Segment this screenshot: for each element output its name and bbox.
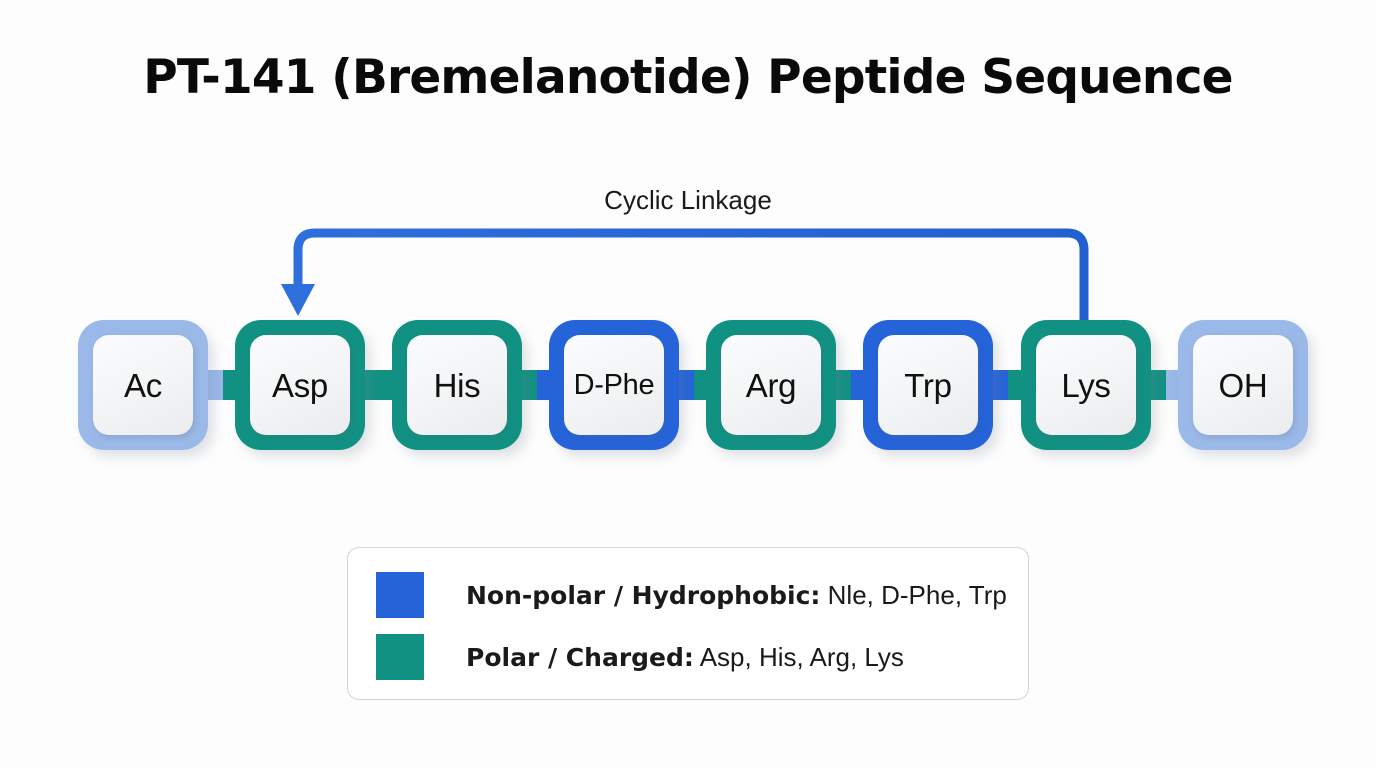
residue-label: OH <box>1218 366 1268 404</box>
legend-item-polar: Polar / Charged: Asp, His, Arg, Lys <box>376 634 904 680</box>
legend-label-polar: Polar / Charged: Asp, His, Arg, Lys <box>466 642 904 673</box>
connector-half-left <box>988 370 1008 400</box>
connector-half-left <box>831 370 851 400</box>
residue-face: Arg <box>721 335 821 435</box>
residue-lys[interactable]: Lys <box>1021 320 1151 450</box>
connector-half-left <box>674 370 694 400</box>
connector-half-left <box>360 370 380 400</box>
legend-item-nonpolar: Non-polar / Hydrophobic: Nle, D-Phe, Trp <box>376 572 1007 618</box>
residue-arg[interactable]: Arg <box>706 320 836 450</box>
residue-label: Trp <box>904 366 952 404</box>
residue-label: Asp <box>272 366 328 404</box>
residue-face: D-Phe <box>564 335 664 435</box>
residue-face: Trp <box>878 335 978 435</box>
residue-face: Lys <box>1036 335 1136 435</box>
residue-label: D-Phe <box>573 368 655 401</box>
legend-members-polar: Asp, His, Arg, Lys <box>699 641 904 672</box>
legend-members-nonpolar: Nle, D-Phe, Trp <box>827 579 1007 610</box>
legend-label-nonpolar: Non-polar / Hydrophobic: Nle, D-Phe, Trp <box>466 580 1007 611</box>
legend-category-polar: Polar / Charged: <box>466 642 694 672</box>
connector-half-left <box>1146 370 1166 400</box>
page-title: PT-141 (Bremelanotide) Peptide Sequence <box>143 50 1233 105</box>
connector-half-left <box>517 370 537 400</box>
legend-panel: Non-polar / Hydrophobic: Nle, D-Phe, Trp… <box>347 547 1029 700</box>
connector-half-left <box>203 370 223 400</box>
residue-oh[interactable]: OH <box>1178 320 1308 450</box>
residue-label: Ac <box>124 366 162 404</box>
residue-label: Lys <box>1061 366 1111 404</box>
residue-face: His <box>407 335 507 435</box>
legend-category-nonpolar: Non-polar / Hydrophobic: <box>466 580 821 610</box>
residue-label: His <box>433 366 481 404</box>
residue-d-phe[interactable]: D-Phe <box>549 320 679 450</box>
cyclic-linkage-label: Cyclic Linkage <box>604 185 772 215</box>
residue-trp[interactable]: Trp <box>863 320 993 450</box>
residue-face: OH <box>1193 335 1293 435</box>
residue-face: Ac <box>93 335 193 435</box>
residue-ac[interactable]: Ac <box>78 320 208 450</box>
legend-swatch-polar <box>376 634 424 680</box>
residue-face: Asp <box>250 335 350 435</box>
residue-his[interactable]: His <box>392 320 522 450</box>
legend-swatch-nonpolar <box>376 572 424 618</box>
residue-asp[interactable]: Asp <box>235 320 365 450</box>
peptide-chain: Ac Asp His D-Phe Arg Trp <box>0 320 1376 452</box>
residue-label: Arg <box>745 366 797 404</box>
